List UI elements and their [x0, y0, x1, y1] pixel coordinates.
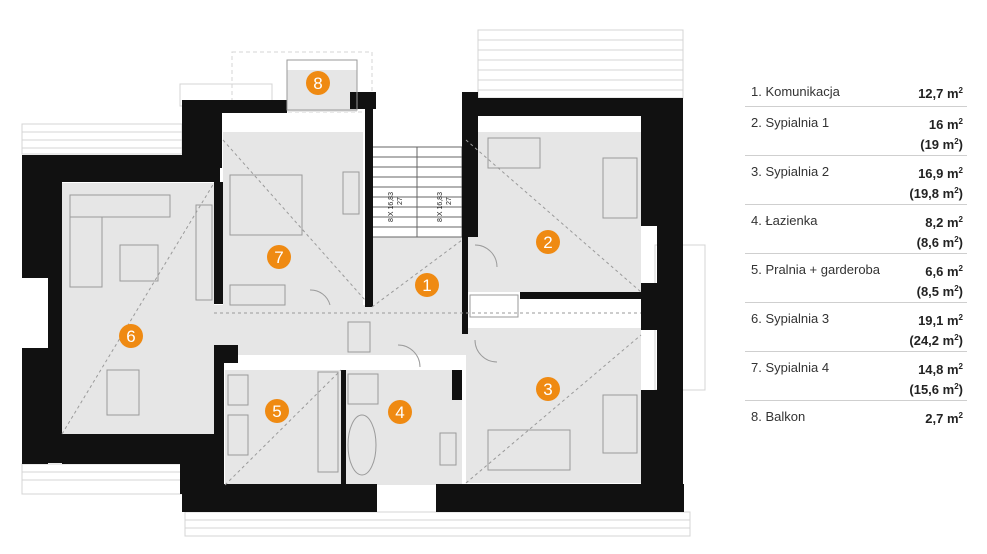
legend-area: 6,6 m2(8,5 m2)	[916, 264, 963, 299]
marker-5-label: 5	[272, 402, 281, 421]
legend-name: 2. Sypialnia 1	[751, 115, 830, 130]
legend-row-8: 8. Balkon 2,7 m2	[745, 401, 967, 432]
furniture	[61, 59, 642, 486]
marker-7	[267, 245, 291, 269]
legend-row-1: 1. Komunikacja 12,7 m2	[745, 76, 967, 107]
legend-row-7: 7. Sypialnia 4 14,8 m2(15,6 m2)	[745, 352, 967, 401]
marker-1	[415, 273, 439, 297]
legend-name: 1. Komunikacja	[751, 84, 840, 99]
marker-3	[536, 377, 560, 401]
walls	[22, 92, 684, 512]
marker-2	[536, 230, 560, 254]
legend-row-5: 5. Pralnia + garderoba 6,6 m2(8,5 m2)	[745, 254, 967, 303]
floor-plan: 8 X 16,83 27 8 X 16,83 27	[21, 29, 706, 537]
marker-4	[388, 400, 412, 424]
stair-label-a: 8 X 16,83	[388, 192, 395, 222]
marker-7-label: 7	[274, 248, 283, 267]
legend-row-3: 3. Sypialnia 2 16,9 m2(19,8 m2)	[745, 156, 967, 205]
legend-row-6: 6. Sypialnia 3 19,1 m2(24,2 m2)	[745, 303, 967, 352]
legend-row-2: 2. Sypialnia 1 16 m2(19 m2)	[745, 107, 967, 156]
marker-1-label: 1	[422, 276, 431, 295]
staircase	[371, 146, 463, 238]
room-markers: 1 2 3 4 5 6 7 8	[119, 71, 560, 424]
legend-area: 8,2 m2(8,6 m2)	[916, 215, 963, 250]
area-legend: 1. Komunikacja 12,7 m2 2. Sypialnia 1 16…	[745, 76, 967, 432]
legend-name: 4. Łazienka	[751, 213, 818, 228]
legend-area: 16 m2(19 m2)	[920, 117, 963, 152]
marker-4-label: 4	[395, 403, 404, 422]
marker-2-label: 2	[543, 233, 552, 252]
marker-6-label: 6	[126, 327, 135, 346]
legend-area: 14,8 m2(15,6 m2)	[909, 362, 963, 397]
legend-area: 16,9 m2(19,8 m2)	[909, 166, 963, 201]
stair-label-b: 8 X 16,83	[437, 192, 444, 222]
marker-3-label: 3	[543, 380, 552, 399]
legend-name: 6. Sypialnia 3	[751, 311, 830, 326]
legend-area: 19,1 m2(24,2 m2)	[909, 313, 963, 348]
legend-row-4: 4. Łazienka 8,2 m2(8,6 m2)	[745, 205, 967, 254]
legend-name: 3. Sypialnia 2	[751, 164, 830, 179]
legend-name: 7. Sypialnia 4	[751, 360, 830, 375]
marker-8	[306, 71, 330, 95]
marker-6	[119, 324, 143, 348]
stair-label-b2: 27	[446, 197, 453, 205]
legend-name: 8. Balkon	[751, 409, 806, 424]
legend-name: 5. Pralnia + garderoba	[751, 262, 881, 277]
marker-5	[265, 399, 289, 423]
legend-area: 2,7 m2	[925, 411, 963, 426]
marker-8-label: 8	[313, 74, 322, 93]
legend-area: 12,7 m2	[918, 86, 963, 101]
stair-label-a2: 27	[397, 197, 404, 205]
